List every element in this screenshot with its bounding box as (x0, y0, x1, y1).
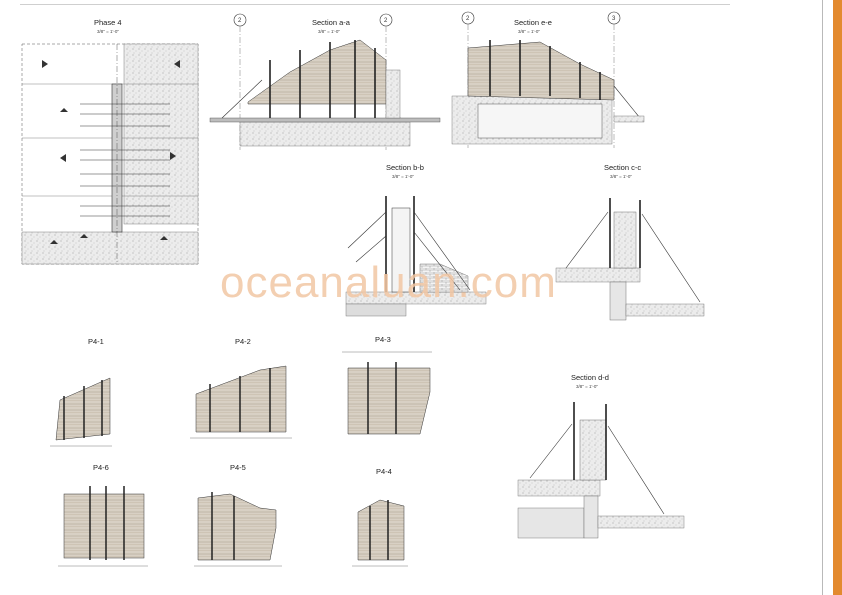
panel-p4-1: P4-1 (50, 337, 112, 447)
section-bb-title: Section b-b (386, 163, 424, 172)
panel-p4-2: P4-2 (190, 337, 292, 439)
section-cc-view: Section c-c 3/8" = 1'-0" (555, 163, 705, 321)
section-aa-grid-right: 2 (384, 18, 388, 24)
panel-p4-1-title: P4-1 (88, 337, 104, 346)
section-aa-grid-left: 2 (238, 18, 242, 24)
section-dd-scale: 3/8" = 1'-0" (576, 384, 598, 389)
section-bb-view: Section b-b 3/8" = 1'-0" (345, 163, 487, 317)
sheet-border-line (822, 0, 823, 595)
section-ee-title: Section e-e (514, 18, 552, 27)
watermark-text: oceanaluan.com (220, 258, 557, 307)
plan-title: Phase 4 (94, 18, 122, 27)
section-ee-grid-right: 3 (612, 16, 616, 22)
section-dd-title: Section d-d (571, 373, 609, 382)
section-bb-scale: 3/8" = 1'-0" (392, 174, 414, 179)
sheet-edge-accent-bar (833, 0, 842, 595)
plan-scale: 3/8" = 1'-0" (97, 29, 119, 34)
panel-p4-3: P4-3 (342, 335, 432, 435)
panel-p4-4: P4-4 (352, 467, 408, 567)
panel-p4-5-title: P4-5 (230, 463, 246, 472)
section-aa-title: Section a-a (312, 18, 351, 27)
panel-p4-4-title: P4-4 (376, 467, 392, 476)
panel-p4-3-title: P4-3 (375, 335, 391, 344)
panel-p4-6: P4-6 (58, 463, 148, 567)
section-ee-scale: 3/8" = 1'-0" (518, 29, 540, 34)
section-cc-scale: 3/8" = 1'-0" (610, 174, 632, 179)
section-aa-view: Section a-a 3/8" = 1'-0" 2 2 (209, 13, 441, 150)
section-ee-view: Section e-e 3/8" = 1'-0" 2 3 (451, 11, 645, 148)
panel-p4-5: P4-5 (194, 463, 282, 567)
panel-p4-2-title: P4-2 (235, 337, 251, 346)
panel-p4-6-title: P4-6 (93, 463, 109, 472)
section-cc-title: Section c-c (604, 163, 641, 172)
sheet-top-line (20, 4, 730, 5)
section-ee-grid-left: 2 (466, 16, 470, 22)
plan-view-phase4: Phase 4 3/8" = 1'-0" (21, 18, 199, 265)
section-dd-view: Section d-d 3/8" = 1'-0" (517, 373, 685, 539)
section-aa-scale: 3/8" = 1'-0" (318, 29, 340, 34)
